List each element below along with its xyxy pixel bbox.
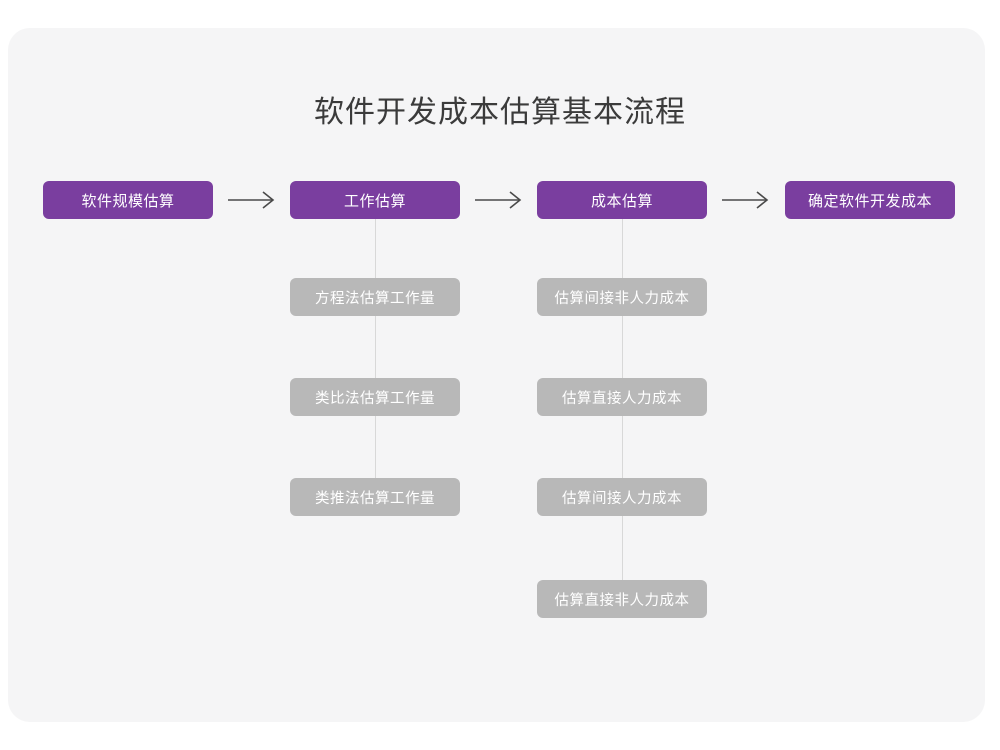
stage-node-cost-estimation[interactable]: 成本估算 <box>537 181 707 219</box>
sub-node-label: 类比法估算工作量 <box>315 390 435 407</box>
stage-node-label: 确定软件开发成本 <box>807 192 932 210</box>
sub-node-direct-labor-cost[interactable]: 估算直接人力成本 <box>537 378 707 416</box>
stage-node-determine-development-cost[interactable]: 确定软件开发成本 <box>785 181 955 219</box>
right-arrow-icon-3 <box>720 188 772 212</box>
stage-node-software-scale-estimation[interactable]: 软件规模估算 <box>43 181 213 219</box>
right-arrow-icon-2 <box>473 188 525 212</box>
stage-node-label: 工作估算 <box>343 192 406 210</box>
sub-node-analogy-method-effort[interactable]: 类比法估算工作量 <box>290 378 460 416</box>
page-title: 软件开发成本估算基本流程 <box>314 96 686 129</box>
stage-node-work-estimation[interactable]: 工作估算 <box>290 181 460 219</box>
stage-node-label: 软件规模估算 <box>81 192 175 210</box>
sub-node-label: 方程法估算工作量 <box>315 290 435 307</box>
sub-node-equation-method-effort[interactable]: 方程法估算工作量 <box>290 278 460 316</box>
sub-node-direct-non-labor-cost[interactable]: 估算直接非人力成本 <box>537 580 707 618</box>
right-arrow-icon-1 <box>226 188 278 212</box>
sub-node-label: 估算间接非人力成本 <box>554 290 690 307</box>
sub-node-label: 估算间接人力成本 <box>562 490 682 507</box>
stage-node-label: 成本估算 <box>590 192 653 210</box>
sub-node-inference-method-effort[interactable]: 类推法估算工作量 <box>290 478 460 516</box>
sub-node-label: 类推法估算工作量 <box>315 490 435 507</box>
sub-node-indirect-non-labor-cost[interactable]: 估算间接非人力成本 <box>537 278 707 316</box>
sub-node-label: 估算直接非人力成本 <box>554 592 690 609</box>
sub-node-indirect-labor-cost[interactable]: 估算间接人力成本 <box>537 478 707 516</box>
sub-node-label: 估算直接人力成本 <box>562 390 682 407</box>
connector-line-stage-2 <box>375 219 376 499</box>
diagram-card <box>8 28 985 722</box>
